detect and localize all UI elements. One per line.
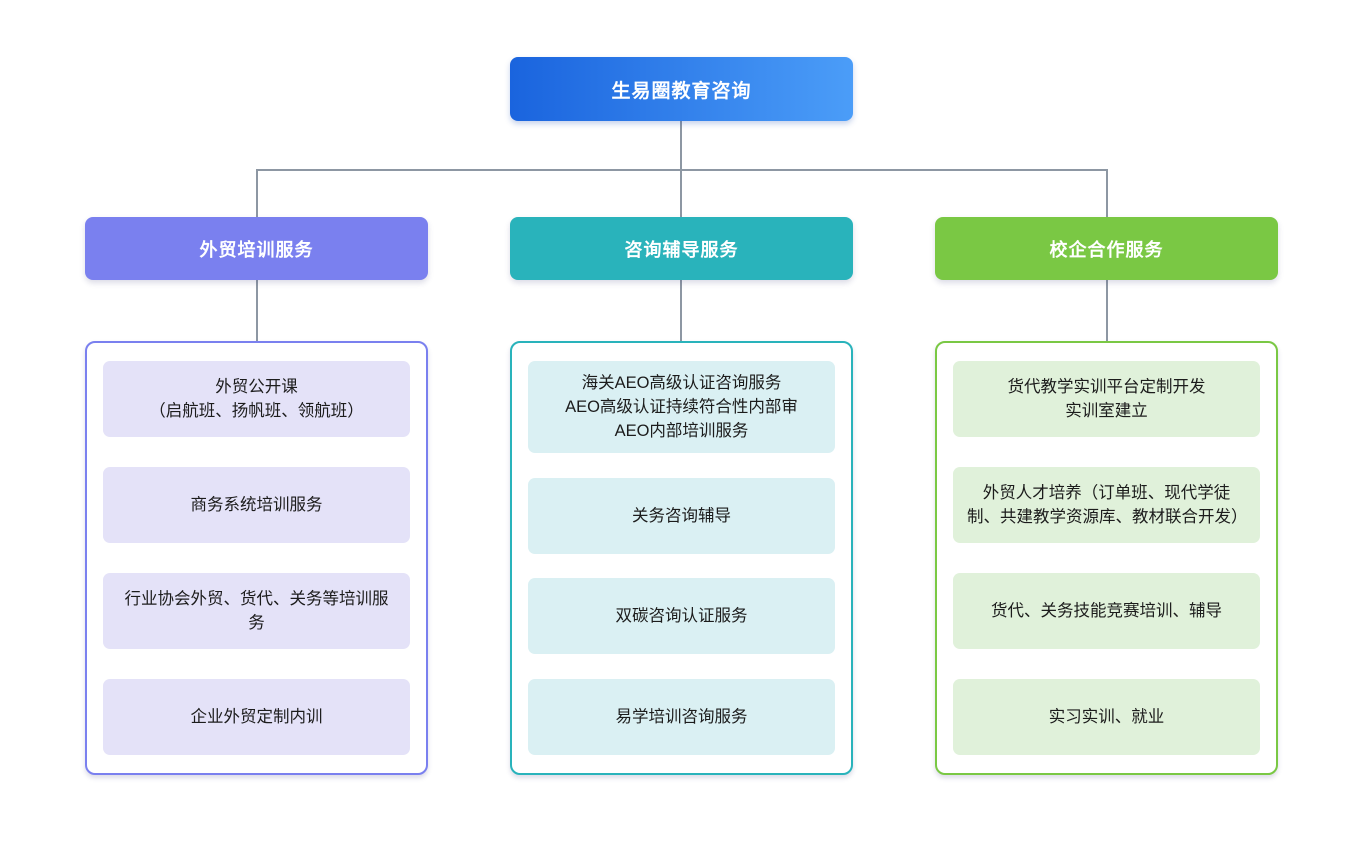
- service-item[interactable]: 外贸公开课 （启航班、扬帆班、领航班）: [103, 361, 410, 437]
- branch-container-consulting-coaching: 海关AEO高级认证咨询服务 AEO高级认证持续符合性内部审 AEO内部培训服务 …: [510, 341, 853, 775]
- branch-header-foreign-trade-training[interactable]: 外贸培训服务: [85, 217, 428, 280]
- root-node[interactable]: 生易圈教育咨询: [510, 57, 853, 121]
- connector-drop-right: [1106, 169, 1108, 217]
- branch-container-foreign-trade-training: 外贸公开课 （启航班、扬帆班、领航班） 商务系统培训服务 行业协会外贸、货代、关…: [85, 341, 428, 775]
- service-item[interactable]: 行业协会外贸、货代、关务等培训服务: [103, 573, 410, 649]
- connector-stem-right: [1106, 280, 1108, 341]
- service-item[interactable]: 货代、关务技能竞赛培训、辅导: [953, 573, 1260, 649]
- service-item[interactable]: 企业外贸定制内训: [103, 679, 410, 755]
- service-item[interactable]: 外贸人才培养（订单班、现代学徒制、共建教学资源库、教材联合开发）: [953, 467, 1260, 543]
- service-item[interactable]: 关务咨询辅导: [528, 477, 835, 554]
- connector-root-stem: [680, 121, 682, 170]
- branch-header-label: 外贸培训服务: [199, 239, 314, 260]
- connector-drop-left: [256, 169, 258, 217]
- branch-container-school-enterprise: 货代教学实训平台定制开发 实训室建立 外贸人才培养（订单班、现代学徒制、共建教学…: [935, 341, 1278, 775]
- service-item[interactable]: 商务系统培训服务: [103, 467, 410, 543]
- branch-header-label: 校企合作服务: [1049, 239, 1164, 260]
- service-item[interactable]: 易学培训咨询服务: [528, 678, 835, 755]
- connector-stem-left: [256, 280, 258, 341]
- branch-header-consulting-coaching[interactable]: 咨询辅导服务: [510, 217, 853, 280]
- service-item[interactable]: 海关AEO高级认证咨询服务 AEO高级认证持续符合性内部审 AEO内部培训服务: [528, 361, 835, 453]
- service-item[interactable]: 货代教学实训平台定制开发 实训室建立: [953, 361, 1260, 437]
- connector-stem-middle: [680, 280, 682, 341]
- connector-drop-middle: [680, 169, 682, 217]
- branch-header-label: 咨询辅导服务: [624, 239, 739, 260]
- service-item[interactable]: 实习实训、就业: [953, 679, 1260, 755]
- service-item[interactable]: 双碳咨询认证服务: [528, 578, 835, 655]
- connector-horizontal: [256, 169, 1107, 171]
- branch-header-school-enterprise[interactable]: 校企合作服务: [935, 217, 1278, 280]
- root-node-label: 生易圈教育咨询: [611, 80, 752, 102]
